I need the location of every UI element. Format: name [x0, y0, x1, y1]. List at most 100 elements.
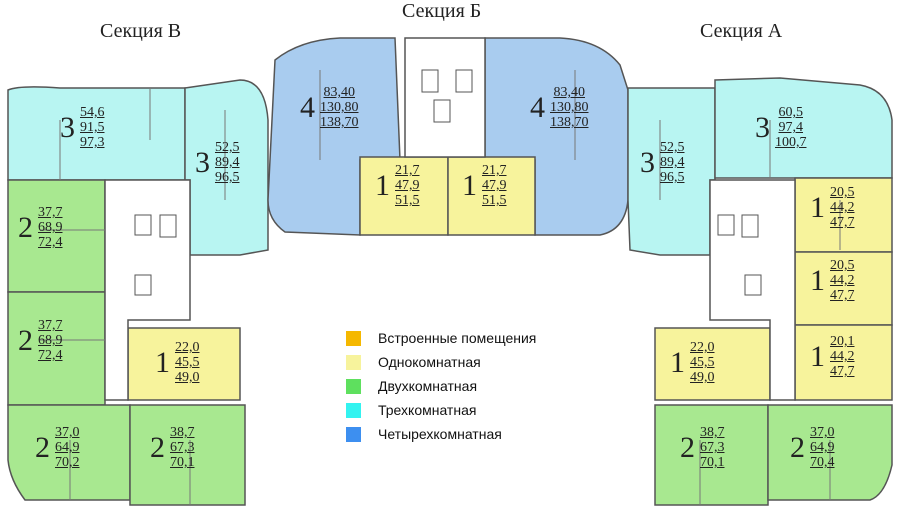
- legend-swatch: [346, 330, 361, 346]
- area-value: 52,5: [660, 140, 685, 155]
- area-value: 83,40: [323, 85, 356, 100]
- legend-item: Однокомнатная: [346, 350, 536, 374]
- room-count: 1: [462, 168, 477, 202]
- area-value: 83,40: [553, 85, 586, 100]
- section-title-b: Секция Б: [402, 0, 482, 22]
- area-value: 51,5: [482, 193, 507, 208]
- legend-item: Четырехкомнатная: [346, 422, 536, 446]
- area-value: 44,2: [830, 200, 855, 215]
- room-count: 3: [755, 110, 770, 144]
- area-value: 49,0: [175, 370, 200, 385]
- legend-swatch: [346, 426, 361, 442]
- area-value: 45,5: [175, 355, 200, 370]
- area-value: 64,9: [810, 440, 835, 455]
- area-value: 38,7: [700, 425, 725, 440]
- area-value: 21,7: [482, 163, 507, 178]
- legend-label: Трехкомнатная: [378, 402, 477, 418]
- area-value: 51,5: [395, 193, 420, 208]
- room-count: 1: [810, 190, 825, 224]
- area-value: 67,3: [170, 440, 195, 455]
- area-value: 70,1: [700, 455, 725, 470]
- area-value: 67,3: [700, 440, 725, 455]
- area-value: 37,0: [810, 425, 835, 440]
- section-title-v: Секция В: [100, 20, 182, 42]
- room-count: 2: [150, 430, 165, 464]
- room-count: 2: [18, 210, 33, 244]
- room-count: 1: [810, 263, 825, 297]
- apt-a-3room-right: [714, 77, 893, 179]
- area-value: 47,7: [830, 288, 855, 303]
- legend-swatch: [346, 354, 361, 370]
- area-value: 37,7: [38, 318, 63, 333]
- area-value: 68,9: [38, 220, 63, 235]
- area-value: 70,1: [170, 455, 195, 470]
- area-value: 70,4: [810, 455, 835, 470]
- area-value: 37,0: [55, 425, 80, 440]
- room-count: 3: [195, 145, 210, 179]
- area-value: 97,3: [80, 135, 105, 150]
- area-value: 44,2: [830, 349, 855, 364]
- room-count: 4: [300, 90, 315, 124]
- area-value: 49,0: [690, 370, 715, 385]
- section-title-a: Секция А: [700, 20, 783, 42]
- area-value: 20,5: [830, 185, 855, 200]
- apt-a-2room-a: [654, 404, 769, 506]
- room-count: 1: [810, 339, 825, 373]
- area-value: 138,70: [320, 115, 359, 130]
- apt-v-2room-c: [7, 404, 131, 501]
- legend-label: Двухкомнатная: [378, 378, 478, 394]
- area-value: 68,9: [38, 333, 63, 348]
- room-count: 3: [60, 110, 75, 144]
- area-value: 130,80: [550, 100, 589, 115]
- room-count: 1: [670, 345, 685, 379]
- area-value: 21,7: [395, 163, 420, 178]
- area-value: 37,7: [38, 205, 63, 220]
- area-value: 72,4: [38, 348, 63, 363]
- area-value: 22,0: [175, 340, 200, 355]
- area-value: 20,1: [830, 334, 855, 349]
- area-value: 44,2: [830, 273, 855, 288]
- area-value: 38,7: [170, 425, 195, 440]
- area-value: 52,5: [215, 140, 240, 155]
- area-value: 47,7: [830, 364, 855, 379]
- apt-b-1room-right: [447, 156, 536, 236]
- area-value: 138,70: [550, 115, 589, 130]
- apt-v-2room-d: [129, 404, 246, 506]
- area-value: 54,6: [80, 105, 105, 120]
- room-count: 2: [18, 323, 33, 357]
- area-value: 20,5: [830, 258, 855, 273]
- area-value: 45,5: [690, 355, 715, 370]
- area-value: 22,0: [690, 340, 715, 355]
- legend-label: Встроенные помещения: [378, 330, 537, 346]
- legend-label: Четырехкомнатная: [378, 426, 502, 442]
- core-b: [404, 37, 486, 158]
- area-value: 47,9: [395, 178, 420, 193]
- legend-item: Встроенные помещения: [346, 326, 536, 350]
